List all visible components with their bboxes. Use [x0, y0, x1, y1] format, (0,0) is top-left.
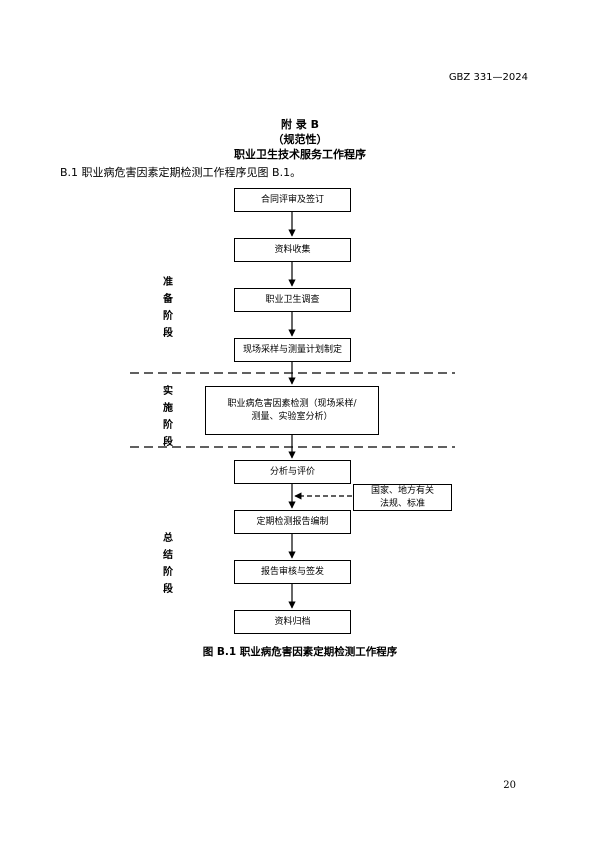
side-input-box: 国家、地方有关法规、标准	[353, 484, 452, 511]
step-box-3: 职业卫生调查	[234, 288, 351, 312]
step-box-7: 定期检测报告编制	[234, 510, 351, 534]
step-box-1: 合同评审及签订	[234, 188, 351, 212]
page-number: 20	[503, 780, 516, 791]
stage-label-impl: 实施阶段	[163, 386, 173, 448]
stage-label-summary: 总结阶段	[163, 533, 173, 595]
step-box-5: 职业病危害因素检测（现场采样/测量、实验室分析）	[205, 386, 379, 435]
stage-label-prep: 准备阶段	[163, 277, 173, 339]
step-box-4: 现场采样与测量计划制定	[234, 338, 351, 362]
intro-paragraph: B.1 职业病危害因素定期检测工作程序见图 B.1。	[60, 166, 302, 179]
step-box-8: 报告审核与签发	[234, 560, 351, 584]
step-box-6: 分析与评价	[234, 460, 351, 484]
annex-nature: （规范性）	[272, 133, 328, 146]
standard-code: GBZ 331—2024	[448, 72, 528, 83]
annex-label: 附 录 B	[280, 118, 320, 131]
figure-caption: 图 B.1 职业病危害因素定期检测工作程序	[202, 646, 398, 658]
step-box-9: 资料归档	[234, 610, 351, 634]
step-box-2: 资料收集	[234, 238, 351, 262]
annex-heading: 职业卫生技术服务工作程序	[234, 148, 366, 161]
